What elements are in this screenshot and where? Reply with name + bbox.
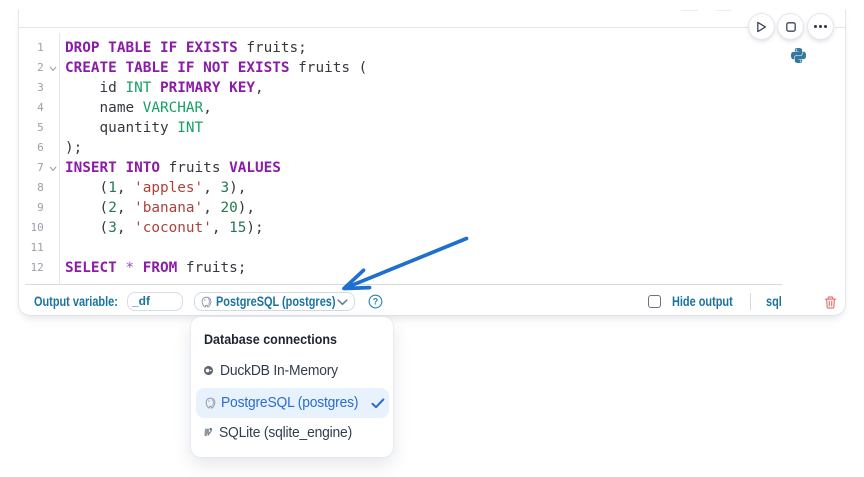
connection-option-3[interactable]: SQLite (sqlite_engine) xyxy=(196,418,389,448)
code-text: SELECT * FROM fruits; xyxy=(65,260,247,276)
code-line[interactable]: 12 SELECT * FROM fruits; xyxy=(19,258,845,278)
code-line[interactable]: 4 name VARCHAR, xyxy=(19,98,845,118)
code-line[interactable]: 8 (1, 'apples', 3), xyxy=(19,178,845,198)
sqlite-icon xyxy=(204,428,213,437)
cell-type-label[interactable]: sql xyxy=(766,294,782,310)
code-text: id INT PRIMARY KEY, xyxy=(65,80,264,96)
code-text: (3, 'coconut', 15); xyxy=(65,220,264,236)
line-number: 6 xyxy=(37,141,44,154)
svg-text:?: ? xyxy=(372,297,377,307)
code-text: ); xyxy=(65,140,83,156)
output-variable-input[interactable] xyxy=(126,292,183,311)
line-number: 10 xyxy=(30,221,44,234)
check-icon xyxy=(371,398,384,408)
more-actions-button[interactable] xyxy=(808,14,833,39)
postgresql-icon xyxy=(201,296,211,308)
ellipsis-icon xyxy=(813,25,828,28)
stop-cell-button[interactable] xyxy=(778,14,804,39)
line-number: 2 xyxy=(37,61,44,74)
run-cell-button[interactable] xyxy=(748,14,774,39)
toolbar-divider xyxy=(749,293,751,310)
connection-select-label: PostgreSQL (postgres) xyxy=(216,293,336,309)
code-line[interactable]: 6); xyxy=(19,138,845,158)
cell-toolbar: Output variable: PostgreSQL (postgres) ?… xyxy=(19,283,845,316)
code-editor[interactable]: 1 DROP TABLE IF EXISTS fruits; 2 CREATE TAB… xyxy=(19,27,845,284)
code-line[interactable]: 7 INSERT INTO fruits VALUES xyxy=(19,158,845,178)
line-number: 7 xyxy=(37,161,44,174)
connection-option-label: DuckDB In-Memory xyxy=(220,362,338,379)
line-number: 5 xyxy=(37,121,44,134)
gutter-separator xyxy=(58,33,60,284)
duckdb-icon xyxy=(204,366,213,375)
python-icon xyxy=(791,48,806,63)
code-line[interactable]: 1 DROP TABLE IF EXISTS fruits; xyxy=(19,38,845,58)
code-text: (1, 'apples', 3), xyxy=(65,180,247,196)
faint-top-segment xyxy=(681,10,698,11)
hide-output-checkbox[interactable] xyxy=(648,295,661,308)
fold-caret-icon[interactable] xyxy=(49,66,57,72)
stop-icon xyxy=(785,21,796,32)
hide-output-label: Hide output xyxy=(671,294,733,310)
postgresql-icon xyxy=(205,397,216,409)
line-number: 8 xyxy=(37,181,44,194)
help-icon[interactable]: ? xyxy=(368,294,383,309)
code-line[interactable]: 5 quantity INT xyxy=(19,118,845,138)
output-variable-label: Output variable: xyxy=(34,294,118,310)
code-line[interactable]: 11 xyxy=(19,238,845,258)
fold-caret-icon[interactable] xyxy=(49,166,57,172)
connection-option-1[interactable]: DuckDB In-Memory xyxy=(196,356,389,386)
line-number: 11 xyxy=(30,241,44,254)
connection-select[interactable]: PostgreSQL (postgres) xyxy=(193,291,355,311)
sql-cell-card: 1 DROP TABLE IF EXISTS fruits; 2 CREATE TAB… xyxy=(18,10,847,316)
toolbar-top-border xyxy=(24,283,782,285)
faint-top-segment xyxy=(716,10,731,11)
code-line[interactable]: 2 CREATE TABLE IF NOT EXISTS fruits ( xyxy=(19,58,845,78)
connection-option-label: SQLite (sqlite_engine) xyxy=(218,424,352,441)
connection-option-label: PostgreSQL (postgres) xyxy=(220,395,358,411)
line-number: 12 xyxy=(30,261,44,274)
code-text: INSERT INTO fruits VALUES xyxy=(65,160,281,176)
trash-icon[interactable] xyxy=(823,295,838,310)
line-number: 9 xyxy=(37,201,44,214)
line-number: 4 xyxy=(37,101,44,114)
code-line[interactable]: 3 id INT PRIMARY KEY, xyxy=(19,78,845,98)
cell-top-border xyxy=(18,27,847,28)
dropdown-title: Database connections xyxy=(204,331,338,347)
line-number: 3 xyxy=(37,81,44,94)
code-text: quantity INT xyxy=(65,120,204,136)
code-text: name VARCHAR, xyxy=(65,100,212,116)
code-line[interactable]: 9 (2, 'banana', 20), xyxy=(19,198,845,218)
code-text: CREATE TABLE IF NOT EXISTS fruits ( xyxy=(65,60,368,76)
code-text: (2, 'banana', 20), xyxy=(65,200,256,216)
code-text: DROP TABLE IF EXISTS fruits; xyxy=(65,40,307,56)
connection-option-2[interactable]: PostgreSQL (postgres) xyxy=(195,388,389,418)
line-number: 1 xyxy=(37,41,44,54)
code-line[interactable]: 10 (3, 'coconut', 15); xyxy=(19,218,845,238)
play-icon xyxy=(756,21,766,32)
chevron-down-icon xyxy=(337,299,348,306)
